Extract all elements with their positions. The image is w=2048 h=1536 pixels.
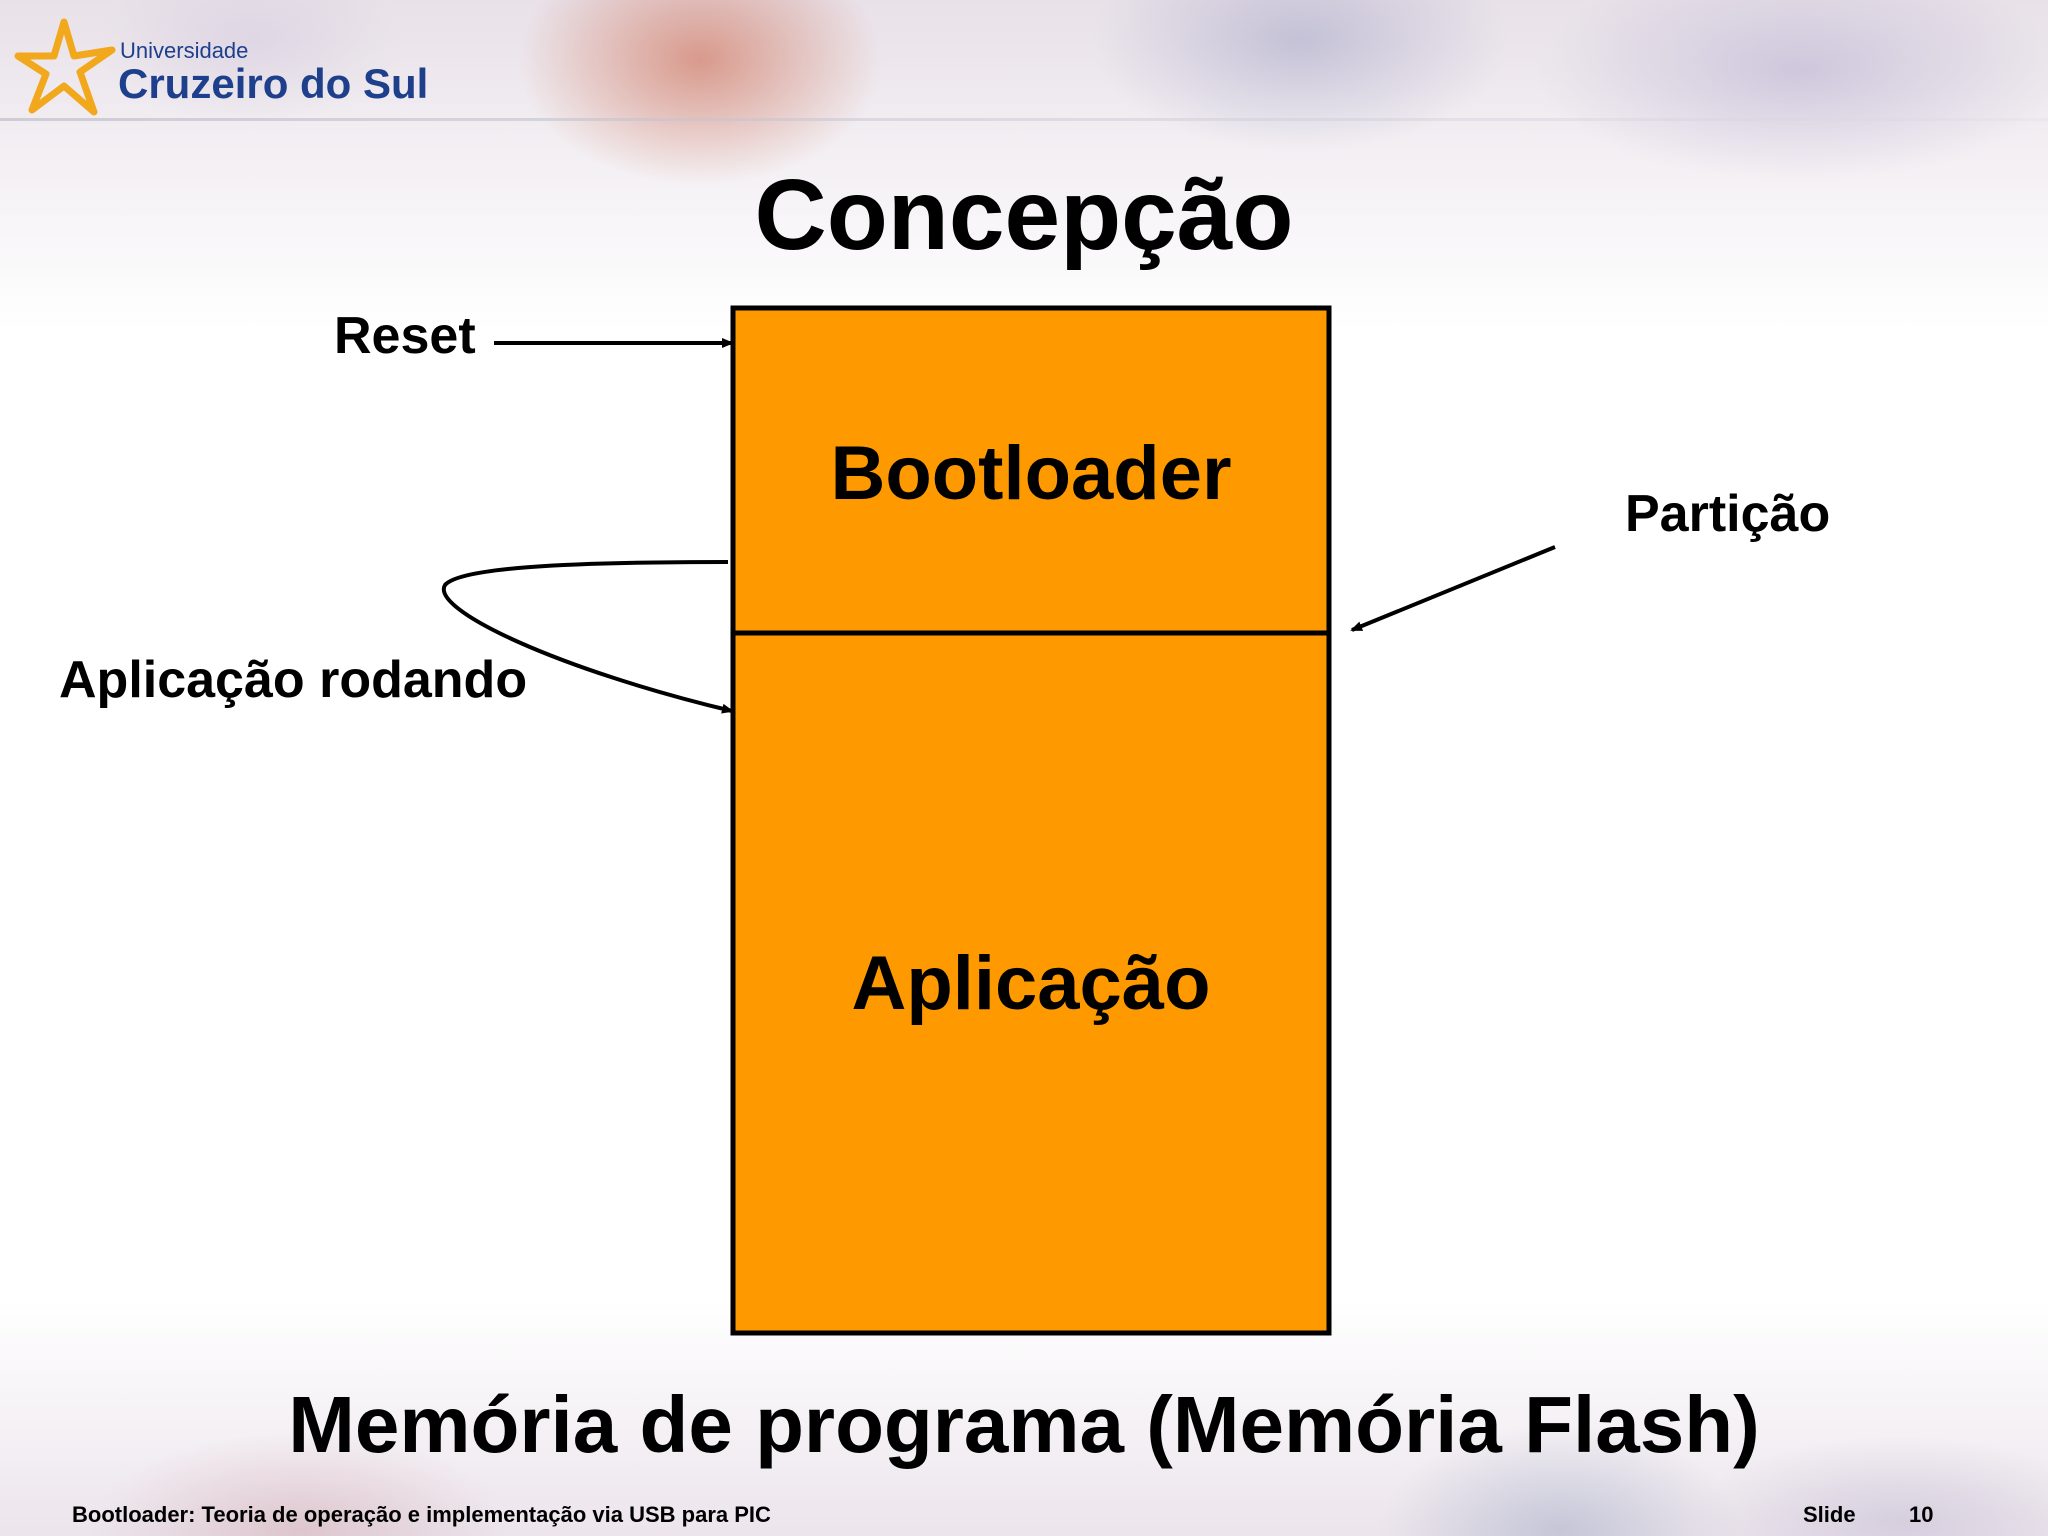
application-label: Aplicação: [851, 941, 1211, 1026]
footer-slide-number: 10: [1909, 1502, 1934, 1527]
footer-slide-label: Slide: [1803, 1502, 1856, 1527]
slide-title: Concepção: [754, 159, 1294, 271]
bootloader-block: [730, 305, 1332, 636]
memory-title: Memória de programa (Memória Flash): [288, 1380, 1760, 1469]
footer-background: [0, 1300, 2048, 1536]
university-logo: Universidade Cruzeiro do Sul: [14, 18, 434, 118]
header-background: [0, 0, 2048, 330]
logo-university-text: Universidade: [120, 38, 249, 63]
header-divider: [0, 118, 2048, 121]
application-block: [730, 630, 1332, 1336]
partition-arrow: [1350, 545, 1556, 632]
reset-label: Reset: [334, 307, 476, 365]
star-icon: [14, 18, 116, 116]
partition-label: Partição: [1625, 485, 1831, 543]
footer-text: Bootloader: Teoria de operação e impleme…: [72, 1502, 771, 1527]
bootloader-label: Bootloader: [830, 431, 1232, 516]
application-running-label: Aplicação rodando: [59, 651, 528, 709]
application-running-arrow: [441, 560, 734, 714]
logo-name-text: Cruzeiro do Sul: [118, 60, 429, 107]
